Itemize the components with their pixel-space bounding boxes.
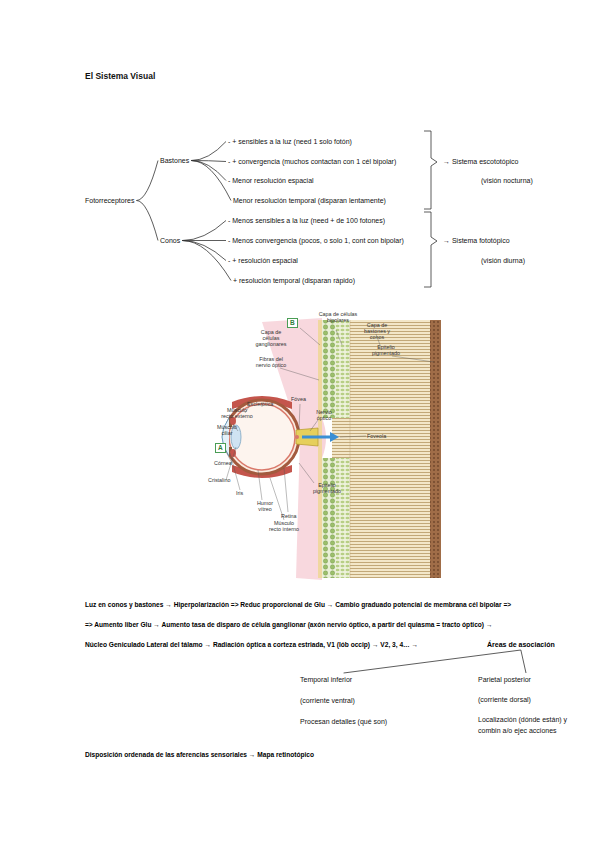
node-text: Menor resolución temporal (disparan lent…	[233, 196, 386, 205]
node-text: - + resolución espacial	[228, 256, 298, 265]
part-name: Córnea	[214, 460, 232, 466]
system-note: (visión diurna)	[481, 256, 525, 265]
tree-leaf: - Menos convergencia (pocos, o solo 1, c…	[228, 236, 404, 245]
node-text: Procesan detalles (qué son)	[300, 716, 387, 728]
part-name: Epitelio pigmentado	[310, 482, 344, 494]
part-name: Foveola	[367, 433, 386, 439]
part-name: Fóvea	[291, 396, 306, 402]
flow-text: Núcleo Geniculado Lateral del tálamo → R…	[85, 640, 418, 649]
system-label: → Sistema escototópico	[443, 157, 518, 166]
node-text: - Menos convergencia (pocos, o solo 1, c…	[228, 236, 404, 245]
tree-root: Fotorreceptores	[85, 196, 134, 205]
tree-connector	[136, 201, 158, 241]
tree-connector	[191, 161, 231, 201]
tree-connector	[521, 650, 526, 673]
node-text: + resolución temporal (disparan rápido)	[233, 276, 355, 285]
part-name: Retina	[281, 513, 297, 519]
part-name: Capa de bastones y conos	[358, 322, 396, 340]
node-text: - + sensibles a la luz (need 1 solo fotó…	[228, 137, 352, 146]
node-text: Bastones	[160, 156, 189, 165]
tree-branch: Bastones	[160, 156, 189, 165]
node-text: Parietal posterior	[478, 674, 574, 685]
node-text: (corriente dorsal)	[478, 694, 574, 705]
leader-line	[224, 328, 434, 520]
note-text: Disposición ordenada de las aferencias s…	[85, 750, 314, 759]
node-text: Áreas de asociación	[487, 640, 555, 649]
system-label: → Sistema fototópico	[443, 236, 510, 245]
flow-node: Áreas de asociación	[487, 640, 555, 649]
part-name: Capa de células bipolares	[316, 311, 360, 323]
part-name: Nervio óptico	[311, 409, 337, 421]
tree-connector	[182, 221, 226, 241]
retina-layers	[318, 320, 441, 578]
callout-letter: B	[287, 318, 298, 328]
flow-text: => Aumento liber Glu → Aumento tasa de d…	[85, 620, 492, 629]
node-text: - + convergencia (muchos contactan con 1…	[228, 157, 396, 166]
node-text: - Menor resolución espacial	[228, 176, 314, 185]
flow-text: Luz en conos y bastones → Hiperpolarizac…	[85, 600, 511, 609]
node-text: Localización (dónde están) y combin a/o …	[478, 714, 574, 736]
node-text: - Menos sensibles a la luz (need + de 10…	[228, 216, 385, 225]
stream-node: Parietal posterior (corriente dorsal) Loca…	[478, 674, 574, 745]
node-text: Conos	[160, 236, 180, 245]
part-name: Capa de células ganglionares	[255, 329, 287, 347]
node-text: Fotorreceptores	[85, 196, 134, 205]
tree-connector	[182, 240, 226, 241]
node-text: Temporal inferior	[300, 674, 387, 686]
part-name: Epitelio pigmentado	[369, 344, 403, 356]
part-name: Músculo recto externo	[221, 407, 253, 419]
tree-leaf: - Menor resolución espacial	[228, 176, 314, 185]
tree-connector	[136, 161, 158, 201]
tree-connector	[191, 161, 226, 162]
tree-leaf: - + sensibles a la luz (need 1 solo fotó…	[228, 137, 352, 146]
tree-branch: Conos	[160, 236, 180, 245]
tree-connector	[191, 142, 226, 161]
stream-node: Temporal inferior (corriente ventral) Proc…	[300, 674, 387, 737]
tree-connector	[182, 241, 231, 281]
eyeball	[222, 396, 339, 478]
node-text: (corriente ventral)	[300, 695, 387, 707]
part-name: Esclerótica	[247, 401, 273, 407]
part-name: Iris	[236, 490, 243, 496]
part-name: Cristalino	[208, 477, 230, 483]
tree-leaf: - Menos sensibles a la luz (need + de 10…	[228, 216, 385, 225]
bracket	[424, 131, 437, 287]
tree-leaf: Menor resolución temporal (disparan lent…	[233, 196, 386, 205]
part-name: Músculo recto interno	[268, 520, 300, 532]
tree-leaf: - + resolución espacial	[228, 256, 298, 265]
page-title: El Sistema Visual	[85, 71, 155, 81]
tree-leaf: - + convergencia (muchos contactan con 1…	[228, 157, 396, 166]
tree-connector	[344, 650, 521, 673]
part-name: Músculo ciliar	[213, 424, 241, 436]
part-name: Fibras del nervio óptico	[253, 356, 289, 368]
callout-letter: A	[215, 443, 226, 453]
tree-connector	[191, 161, 226, 181]
part-name: Humor vítreo	[253, 500, 277, 512]
system-note: (visión nocturna)	[481, 176, 533, 185]
tree-connector	[182, 241, 226, 261]
tree-leaf: + resolución temporal (disparan rápido)	[233, 276, 355, 285]
